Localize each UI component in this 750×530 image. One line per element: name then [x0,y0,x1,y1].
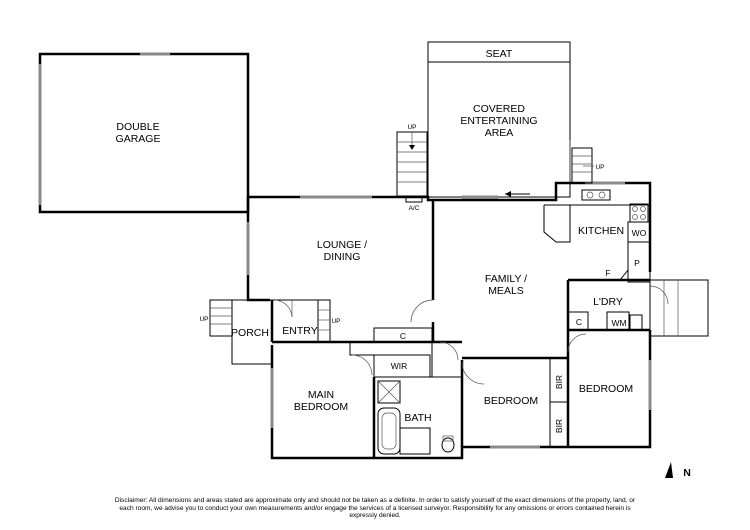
pantry-label: P [634,258,640,268]
up-marker-kitchen: UP [595,164,604,171]
bath-fixtures [377,380,455,455]
bath-label: BATH [404,412,431,424]
covered-label-2: ENTERTAINING [460,115,537,127]
ac-unit [405,196,423,203]
windows [246,181,652,449]
cooktop-icon [629,203,649,223]
entry-label: ENTRY [282,325,317,337]
vanity-icon [399,427,431,455]
compass-letter: N [683,467,691,479]
laundry-label: L'DRY [593,296,623,308]
garage-label-2: GARAGE [116,133,161,145]
toilet-icon [441,437,455,453]
lounge-label-1: LOUNGE / [317,239,367,251]
up-marker-porch: UP [199,316,208,323]
main-bedroom-label-1: MAIN [308,389,334,401]
kitchen-fixtures [581,189,649,223]
wall-oven-label: WO [632,228,647,238]
covered-label-1: COVERED [473,103,525,115]
bedroom-2-label: BEDROOM [484,395,538,407]
garage-label-1: DOUBLE [116,121,159,133]
hall-cupboard-label: C [400,331,406,341]
kitchen-label: KITCHEN [578,225,624,237]
shower-icon [377,380,401,404]
north-arrow-icon [665,462,673,478]
fridge-label: F [605,268,610,278]
porch-entry [231,299,318,365]
disclaimer: Disclaimer: All dimensions and areas sta… [114,497,636,520]
covered-label-3: AREA [485,127,514,139]
bathtub-icon [377,407,401,455]
wir-label: WIR [391,361,408,371]
seat-label: SEAT [486,48,513,60]
up-marker-entry: UP [331,318,340,325]
sliding-door [500,191,545,198]
stairs-up-porch [209,299,233,337]
main-bedroom-label-2: BEDROOM [294,401,348,413]
stairs-up-entry [317,299,331,343]
laundry-cupboard-label: C [576,317,582,327]
porch-label: PORCH [231,327,269,339]
internal-walls [342,200,709,459]
sink-icon [581,189,611,201]
stairs-up-covered [396,131,428,197]
lounge-label-2: DINING [324,251,361,263]
washing-machine-label: WM [611,318,626,328]
family-label-2: MEALS [488,285,524,297]
bir-2-label: BIR [554,419,564,433]
ac-marker: A/C [409,205,420,212]
covered-entertaining-area [427,41,571,198]
bedroom-3-label: BEDROOM [579,383,633,395]
stairs-up-kitchen [571,147,594,184]
family-label-1: FAMILY / [485,273,527,285]
up-marker-covered: UP [407,124,416,131]
bir-1-label: BIR [554,375,564,389]
